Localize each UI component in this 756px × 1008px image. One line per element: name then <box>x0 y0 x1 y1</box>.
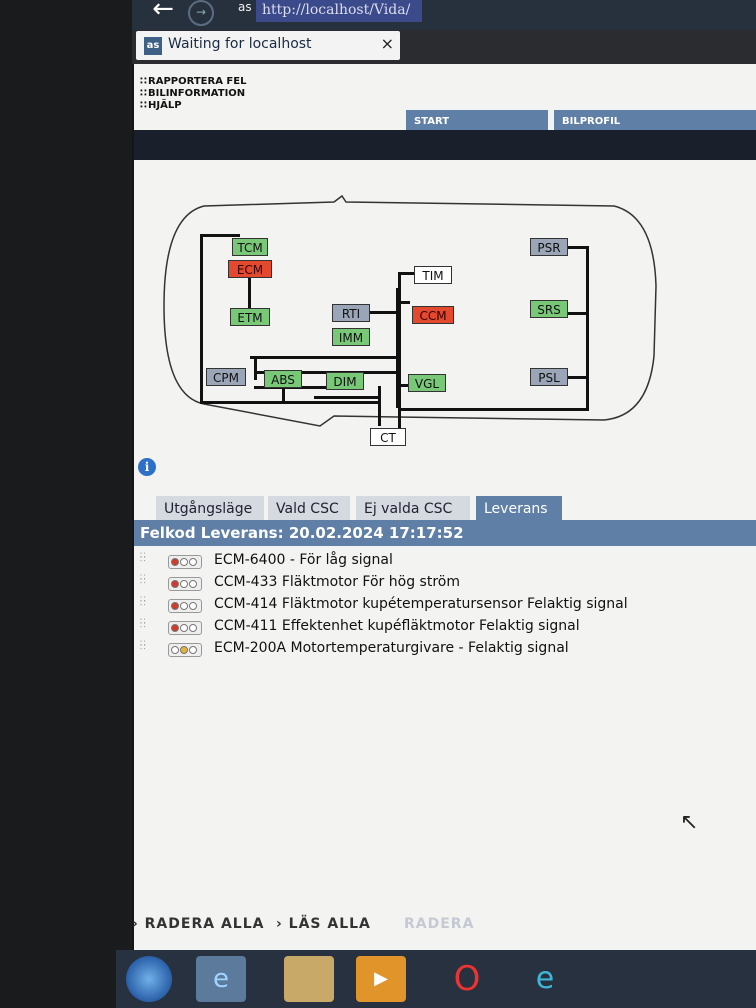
node-imm[interactable]: IMM <box>332 328 370 346</box>
delete-all-button[interactable]: › RADERA ALLA <box>132 916 265 932</box>
site-badge: as <box>238 0 252 14</box>
list-item[interactable]: ∷∷ CCM-414 Fläktmotor kupétemperatursens… <box>134 596 756 618</box>
tab-ej-valda-csc[interactable]: Ej valda CSC <box>356 496 470 522</box>
nav-item-help[interactable]: ∷HJÄLP <box>140 100 182 111</box>
monitor-bezel <box>0 0 132 1008</box>
node-etm[interactable]: ETM <box>230 308 270 326</box>
chevron-right-icon: › <box>132 916 145 932</box>
read-all-button[interactable]: › LÄS ALLA <box>276 916 371 932</box>
url-input[interactable]: http://localhost/Vida/ <box>256 0 422 22</box>
node-rti[interactable]: RTI <box>332 304 370 322</box>
info-icon[interactable]: i <box>138 458 156 476</box>
fault-text: CCM-414 Fläktmotor kupétemperatursensor … <box>214 596 628 612</box>
fault-text: CCM-411 Effektenhet kupéfläktmotor Felak… <box>214 618 580 634</box>
node-tim[interactable]: TIM <box>414 266 452 284</box>
fault-text: ECM-200A Motortemperaturgivare - Felakti… <box>214 640 569 656</box>
site-favicon-icon: as <box>144 37 162 55</box>
delete-button[interactable]: RADERA <box>404 916 475 932</box>
top-nav: ∷RAPPORTERA FEL ∷BILINFORMATION ∷HJÄLP <box>140 76 246 112</box>
tab-leverans[interactable]: Leverans <box>476 496 562 522</box>
browser-tab[interactable]: as Waiting for localhost × <box>136 31 400 60</box>
tab-vald-csc[interactable]: Vald CSC <box>268 496 350 522</box>
tab-start[interactable]: START <box>406 110 548 132</box>
drag-handle-icon[interactable]: ∷∷ <box>140 573 146 587</box>
internet-explorer-icon[interactable]: e <box>196 956 246 1002</box>
forward-arrow-icon[interactable]: → <box>188 0 214 26</box>
list-item[interactable]: ∷∷ ECM-200A Motortemperaturgivare - Fela… <box>134 640 756 662</box>
node-vgl[interactable]: VGL <box>408 374 446 392</box>
traffic-light-icon <box>168 599 202 613</box>
fault-header: Felkod Leverans: 20.02.2024 17:17:52 <box>134 520 756 546</box>
tab-utgangslage[interactable]: Utgångsläge <box>156 496 264 522</box>
traffic-light-icon <box>168 621 202 635</box>
node-srs[interactable]: SRS <box>530 300 568 318</box>
node-dim[interactable]: DIM <box>326 372 364 390</box>
node-ct[interactable]: CT <box>370 428 406 446</box>
tab-car-profile[interactable]: BILPROFIL <box>554 110 756 132</box>
media-player-icon[interactable]: ▶ <box>356 956 406 1002</box>
drag-handle-icon[interactable]: ∷∷ <box>140 639 146 653</box>
fault-list: ∷∷ ECM-6400 - För låg signal ∷∷ CCM-433 … <box>134 552 756 662</box>
node-tcm[interactable]: TCM <box>232 238 268 256</box>
close-icon[interactable]: × <box>380 34 394 53</box>
drag-handle-icon[interactable]: ∷∷ <box>140 551 146 565</box>
taskbar: e ▶ O e <box>116 950 756 1008</box>
fault-text: CCM-433 Fläktmotor För hög ström <box>214 574 460 590</box>
back-arrow-icon[interactable]: ← <box>152 0 174 24</box>
vida-page: ∷RAPPORTERA FEL ∷BILINFORMATION ∷HJÄLP S… <box>132 64 756 952</box>
traffic-light-icon <box>168 555 202 569</box>
fault-text: ECM-6400 - För låg signal <box>214 552 393 568</box>
drag-handle-icon[interactable]: ∷∷ <box>140 595 146 609</box>
opera-icon[interactable]: O <box>453 959 481 999</box>
node-ecm[interactable]: ECM <box>228 260 272 278</box>
edge-icon[interactable]: e <box>535 961 555 996</box>
windows-start-icon[interactable] <box>126 956 172 1002</box>
drag-handle-icon[interactable]: ∷∷ <box>140 617 146 631</box>
node-psr[interactable]: PSR <box>530 238 568 256</box>
traffic-light-icon <box>168 577 202 591</box>
nav-item-car-info[interactable]: ∷BILINFORMATION <box>140 88 246 99</box>
network-diagram: TCM ECM ETM RTI CCM TIM IMM PSR SRS PSL … <box>134 176 756 456</box>
list-item[interactable]: ∷∷ ECM-6400 - För låg signal <box>134 552 756 574</box>
menu-bar <box>134 130 756 160</box>
traffic-light-icon <box>168 643 202 657</box>
node-cpm[interactable]: CPM <box>206 368 246 386</box>
mouse-cursor-icon: ↖ <box>680 810 699 835</box>
node-abs[interactable]: ABS <box>264 370 302 388</box>
tab-title: Waiting for localhost <box>168 36 312 52</box>
list-item[interactable]: ∷∷ CCM-433 Fläktmotor För hög ström <box>134 574 756 596</box>
address-bar <box>132 0 756 30</box>
node-ccm[interactable]: CCM <box>412 306 454 324</box>
car-outline <box>163 194 657 427</box>
list-item[interactable]: ∷∷ CCM-411 Effektenhet kupéfläktmotor Fe… <box>134 618 756 640</box>
file-explorer-icon[interactable] <box>284 956 334 1002</box>
node-psl[interactable]: PSL <box>530 368 568 386</box>
chevron-right-icon: › <box>276 916 289 932</box>
nav-item-report[interactable]: ∷RAPPORTERA FEL <box>140 76 247 87</box>
